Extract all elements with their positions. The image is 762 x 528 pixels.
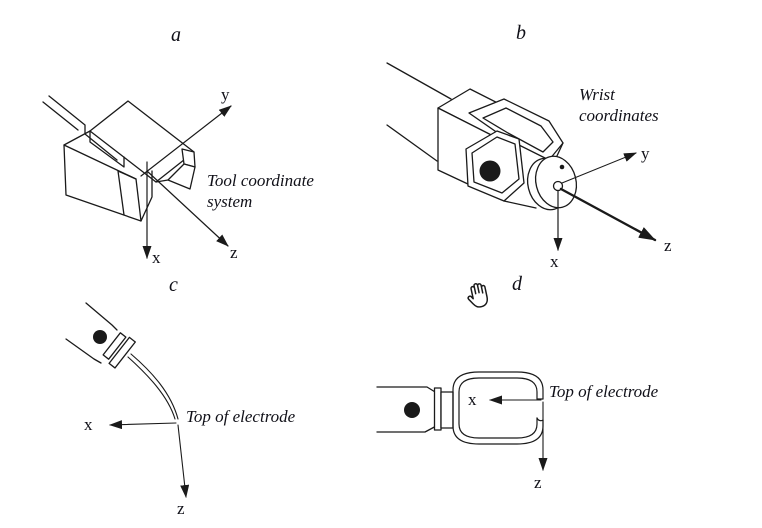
axis-x-label-b: x [550,252,559,271]
panel-b-letter: b [516,22,526,44]
axis-x-label-d: x [468,390,477,409]
tool-bracket-drawing [42,95,232,259]
holder-dot [93,330,107,344]
hand-cursor-icon [467,283,489,308]
axis-z-label-b: z [664,236,672,255]
top-of-electrode-caption-c: Top of electrode [186,407,296,426]
wrist-drawing [386,62,657,251]
caption-line: system [207,192,253,211]
axis-y-label-b: y [641,144,650,163]
axis-y-line-b [561,152,637,184]
panel-c-letter: c [169,274,178,296]
holder-dot [404,402,420,418]
axis-y-line-a [140,105,232,177]
axis-y-label-a: y [221,85,230,104]
caption-line: Tool coordinate [207,171,314,190]
panel-d-letter: d [512,273,522,295]
axis-z-line-b [559,187,657,242]
axis-x-line-c [109,420,177,430]
axis-z-line-c [177,424,190,498]
axis-x-label-c: x [84,415,93,434]
axis-x-label-a: x [152,248,161,267]
axis-z-label-a: z [230,243,238,262]
looped-electrode-drawing [376,283,548,471]
axis-z-label-c: z [177,499,185,518]
caption-line: Wrist [579,85,615,104]
top-of-electrode-caption-d: Top of electrode [549,382,659,401]
caption-line: coordinates [579,106,659,125]
axis-z-label-d: z [534,473,542,492]
axis-z-line-a [146,170,229,247]
roller-dot [479,160,501,182]
wrist-coordinates-caption: Wrist coordinates [579,84,659,126]
panel-a-letter: a [171,24,181,46]
bent-electrode-drawing [65,302,190,498]
tool-coordinate-caption: Tool coordinate system [207,170,314,212]
